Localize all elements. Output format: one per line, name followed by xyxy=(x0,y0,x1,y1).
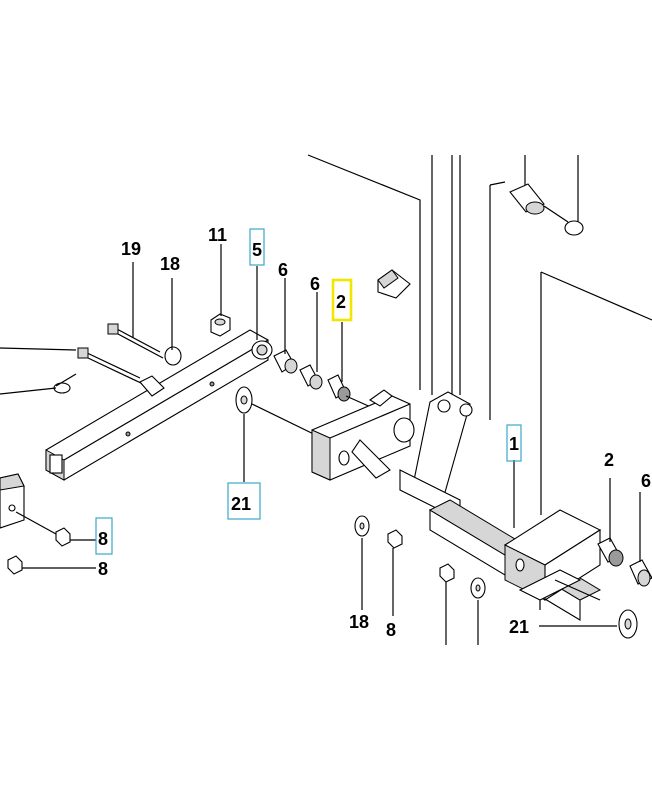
callout-18-left[interactable]: 18 xyxy=(160,254,180,274)
left-arm xyxy=(45,329,273,481)
bottom-hardware xyxy=(354,515,486,599)
callout-18-mid[interactable]: 18 xyxy=(349,612,369,632)
callout-1[interactable]: 1 xyxy=(509,434,519,454)
callout-2-selected[interactable]: 2 xyxy=(336,292,346,312)
washer-21-right xyxy=(618,609,638,639)
main-frame xyxy=(399,391,602,621)
bracket-block xyxy=(377,269,411,299)
callout-6-a[interactable]: 6 xyxy=(278,260,288,280)
background-plates xyxy=(307,154,652,515)
lower-left-bracket xyxy=(0,473,71,575)
mount-bracket xyxy=(311,389,415,481)
callout-6-cut[interactable]: 6 xyxy=(641,471,651,491)
callout-5[interactable]: 5 xyxy=(252,240,262,260)
callout-21-right[interactable]: 21 xyxy=(509,617,529,637)
highlight-related-8 xyxy=(95,517,113,555)
highlight-related-21 xyxy=(227,482,261,520)
right-spacers xyxy=(554,537,652,601)
callout-2-right[interactable]: 2 xyxy=(604,450,614,470)
nut-11 xyxy=(210,313,231,337)
callout-11[interactable]: 11 xyxy=(208,225,227,245)
highlight-related-1 xyxy=(506,424,522,462)
callout-21-selected[interactable]: 21 xyxy=(231,494,251,514)
highlight-selected-2 xyxy=(331,278,353,322)
left-bolts xyxy=(53,323,182,397)
callout-19[interactable]: 19 xyxy=(121,239,141,259)
callout-8-mid[interactable]: 8 xyxy=(386,620,396,640)
upper-bushing xyxy=(509,155,584,236)
leader-lines xyxy=(0,244,641,645)
callout-8-lower[interactable]: 8 xyxy=(98,559,108,579)
spacers xyxy=(273,349,401,421)
callout-6-b[interactable]: 6 xyxy=(310,274,320,294)
callout-8-selected[interactable]: 8 xyxy=(98,529,108,549)
highlight-related-5 xyxy=(249,228,265,266)
